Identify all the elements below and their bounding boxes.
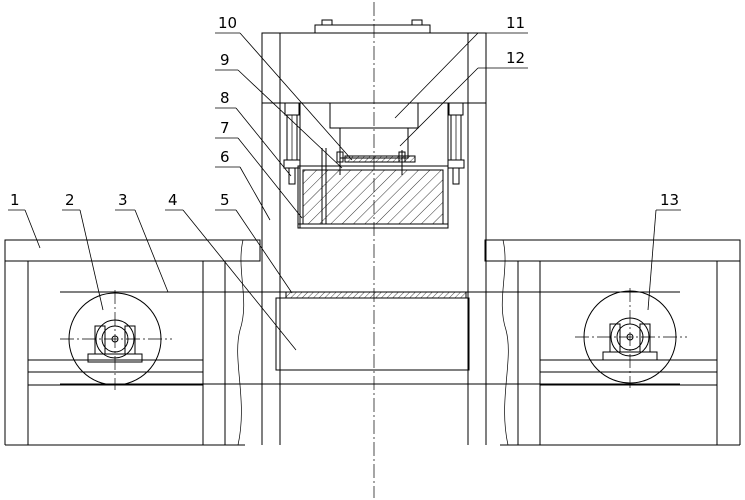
label-6: 6: [220, 148, 230, 166]
label-10: 10: [218, 14, 237, 32]
label-2: 2: [65, 191, 75, 209]
left-conveyor-frame: [4, 239, 261, 446]
label-3: 3: [118, 191, 128, 209]
lower-platen: [275, 291, 470, 371]
label-12: 12: [506, 49, 525, 67]
label-1: 1: [10, 191, 20, 209]
guide-rods: [283, 102, 465, 185]
left-roller: [60, 290, 172, 390]
label-9: 9: [220, 51, 230, 69]
right-roller: [575, 288, 687, 388]
label-7: 7: [220, 119, 230, 137]
right-conveyor-frame: [484, 239, 741, 446]
part-labels: 1 2 3 4 5 6 7 8 9 10 11 12 13: [10, 14, 679, 209]
mold-box: [297, 148, 449, 229]
label-8: 8: [220, 89, 230, 107]
label-11: 11: [506, 14, 525, 32]
label-5: 5: [220, 191, 230, 209]
leader-lines: [8, 32, 681, 351]
label-4: 4: [168, 191, 178, 209]
label-13: 13: [660, 191, 679, 209]
